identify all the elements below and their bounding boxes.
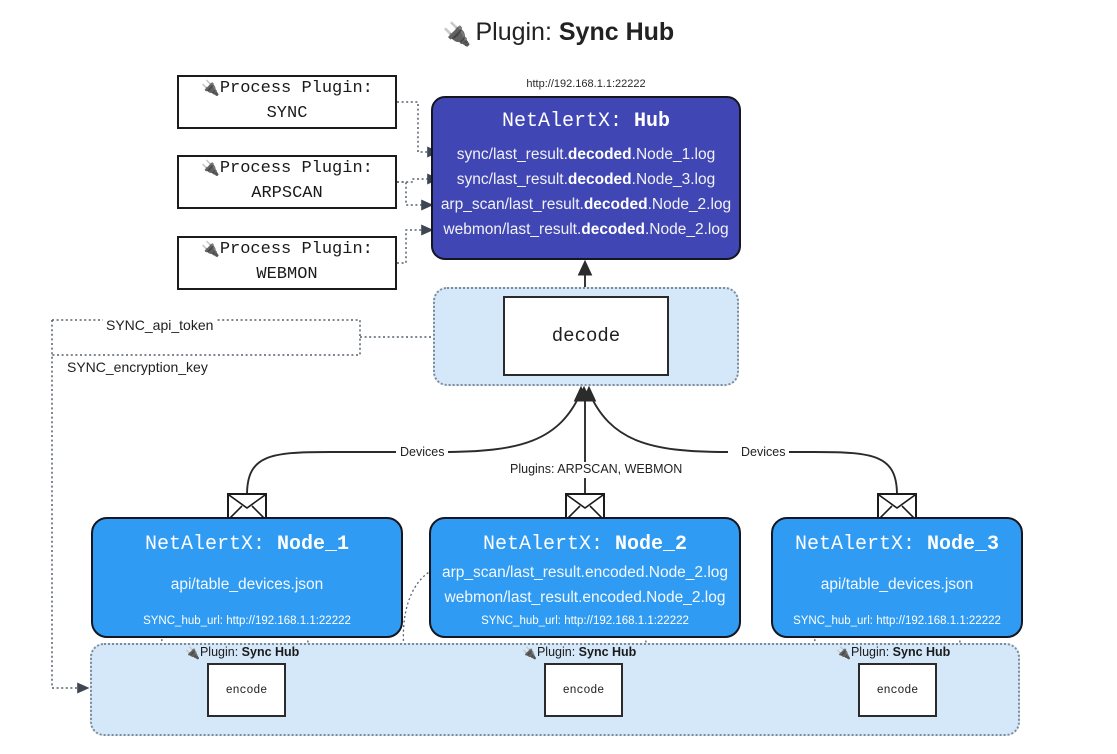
node-line: api/table_devices.json (170, 576, 324, 594)
node-title: NetAlertX: Node_1 (144, 533, 350, 556)
hub-log-line: sync/last_result.decoded.Node_1.log (456, 146, 716, 163)
hub-url-label: http://192.168.1.1:22222 (526, 78, 646, 90)
node-footer: SYNC_hub_url: http://192.168.1.1:22222 (481, 615, 689, 627)
plug-icon: 🔌 (522, 646, 537, 660)
plug-icon: 🔌 (442, 21, 472, 47)
decode-label: decode (551, 325, 621, 347)
netalertx-node-2[interactable]: NetAlertX: Node_2 arp_scan/last_result.e… (429, 517, 741, 638)
encode-box[interactable]: encode (858, 663, 937, 717)
encode-label: encode (225, 683, 268, 697)
hub-log-line: sync/last_result.decoded.Node_3.log (456, 171, 716, 189)
encode-label: encode (876, 683, 919, 697)
plug-icon: 🔌 (185, 646, 200, 660)
encoder-caption: 🔌Plugin: Sync Hub (185, 645, 300, 660)
encode-box[interactable]: encode (207, 663, 286, 717)
netalertx-node-1[interactable]: NetAlertX: Node_1 api/table_devices.json… (91, 517, 403, 638)
hub-title: NetAlertX: Hub (502, 110, 670, 133)
decode-box[interactable]: decode (503, 296, 669, 376)
plug-icon: 🔌 (836, 646, 851, 660)
node-title: NetAlertX: Node_2 (482, 533, 688, 556)
hub-title-prefix: NetAlertX: (501, 110, 622, 133)
sync-api-token-label: SYNC_api_token (103, 317, 217, 333)
node-title: NetAlertX: Node_3 (794, 533, 1000, 556)
title-prefix: Plugin: (475, 18, 552, 46)
node-line: arp_scan/last_result.encoded.Node_2.log (441, 563, 729, 581)
plug-icon: 🔌 (201, 241, 220, 259)
hub-node[interactable]: NetAlertX: Hub sync/last_result.decoded.… (431, 96, 741, 260)
process-plugin-sync[interactable]: 🔌Process Plugin: SYNC (177, 75, 397, 129)
process-plugin-label: Process Plugin: (219, 79, 373, 99)
edge-label-plugins: Plugins: ARPSCAN, WEBMON (506, 462, 687, 476)
node-line: api/table_devices.json (820, 576, 974, 594)
process-plugin-name: ARPSCAN (251, 184, 323, 203)
encoder-caption: 🔌Plugin: Sync Hub (836, 645, 951, 660)
process-plugin-label: Process Plugin: (219, 240, 373, 260)
node-footer: SYNC_hub_url: http://192.168.1.1:22222 (143, 615, 351, 627)
envelope-icon (565, 493, 605, 521)
encode-box[interactable]: encode (544, 663, 623, 717)
envelope-icon (227, 493, 267, 521)
netalertx-node-3[interactable]: NetAlertX: Node_3 api/table_devices.json… (771, 517, 1023, 638)
process-plugin-label: Process Plugin: (219, 159, 373, 179)
page-title: 🔌Plugin: Sync Hub (0, 18, 1117, 48)
node-footer: SYNC_hub_url: http://192.168.1.1:22222 (793, 615, 1001, 627)
hub-log-line: webmon/last_result.decoded.Node_2.log (443, 221, 729, 239)
edge-label-devices-left: Devices (396, 445, 449, 459)
plug-icon: 🔌 (201, 80, 220, 98)
process-plugin-name: WEBMON (256, 265, 318, 284)
hub-log-line: arp_scan/last_result.decoded.Node_2.log (440, 196, 732, 214)
encoder-caption: 🔌Plugin: Sync Hub (522, 645, 637, 660)
sync-encryption-key-label: SYNC_encryption_key (64, 359, 211, 375)
plug-icon: 🔌 (201, 160, 220, 178)
process-plugin-webmon[interactable]: 🔌Process Plugin: WEBMON (177, 236, 397, 290)
encode-label: encode (562, 683, 605, 697)
process-plugin-name: SYNC (266, 104, 308, 123)
title-name: Sync Hub (558, 18, 675, 46)
node-line: webmon/last_result.encoded.Node_2.log (444, 588, 726, 606)
edge-label-devices-right: Devices (737, 445, 790, 459)
hub-title-name: Hub (634, 110, 671, 133)
process-plugin-arpscan[interactable]: 🔌Process Plugin: ARPSCAN (177, 155, 397, 209)
